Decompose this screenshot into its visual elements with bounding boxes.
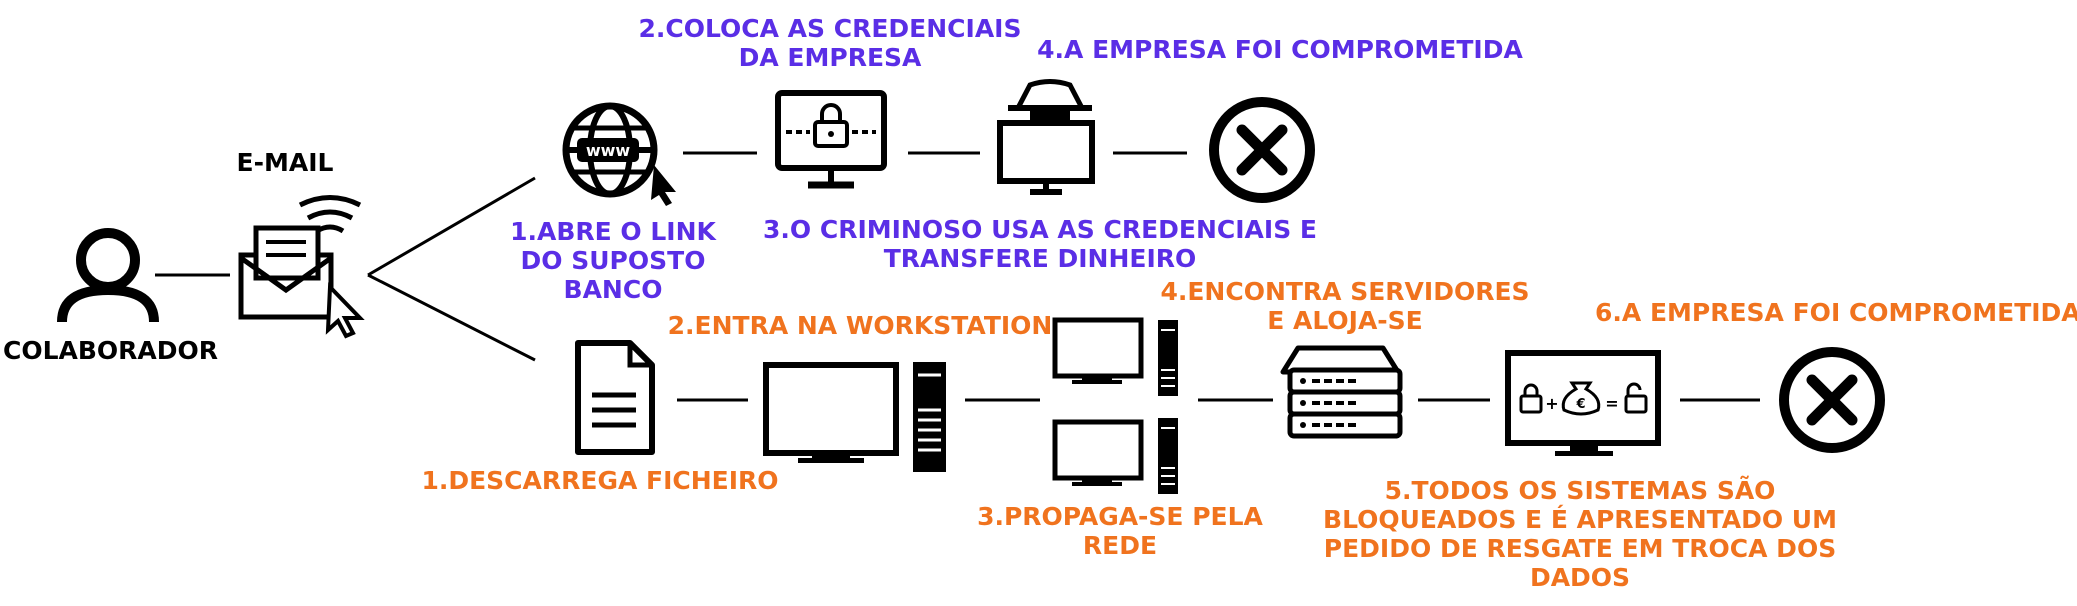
- ransomware-step-5-label: 5.TODOS OS SISTEMAS SÃO BLOQUEADOS E É A…: [1323, 476, 1837, 592]
- ransomware-step-4-label: 4.ENCONTRA SERVIDORES E ALOJA-SE: [1160, 277, 1530, 335]
- x-circle-icon: [1209, 97, 1315, 203]
- workstation-icon: [763, 362, 946, 472]
- connectors: [155, 151, 1760, 402]
- globe-www-cursor-icon: www: [562, 102, 676, 206]
- connector-email-ransomware: [367, 273, 536, 362]
- person-icon: [57, 228, 159, 323]
- email-label: E-MAIL: [236, 148, 334, 177]
- actor-label: COLABORADOR: [3, 336, 219, 365]
- server-rack-icon: [1280, 345, 1403, 439]
- ransomware-step-2-label: 2.ENTRA NA WORKSTATION: [667, 311, 1053, 340]
- connector-email-phishing: [367, 176, 536, 277]
- svg-text:+: +: [1545, 394, 1558, 413]
- phishing-step-4-label: 4.A EMPRESA FOI COMPROMETIDA: [1037, 35, 1523, 64]
- locked-monitor-icon: [775, 90, 887, 189]
- x-circle-icon: [1779, 347, 1885, 453]
- ransomware-step-1-label: 1.DESCARREGA FICHEIRO: [421, 466, 779, 495]
- ransom-monitor-icon: + € =: [1505, 350, 1661, 456]
- phishing-step-2-label: 2.COLOCA AS CREDENCIAIS DA EMPRESA: [638, 14, 1022, 72]
- svg-text:€: €: [1575, 397, 1585, 412]
- phishing-step-3-label: 3.O CRIMINOSO USA AS CREDENCIAIS E TRANS…: [763, 215, 1317, 273]
- document-icon: [575, 340, 655, 455]
- svg-text:=: =: [1605, 394, 1618, 413]
- ransomware-step-6-label: 6.A EMPRESA FOI COMPROMETIDA: [1595, 298, 2077, 327]
- ransomware-step-3-label: 3.PROPAGA-SE PELA REDE: [977, 502, 1263, 560]
- hacker-icon: [997, 79, 1095, 195]
- email-click-icon: [238, 195, 365, 339]
- svg-text:www: www: [586, 141, 631, 160]
- network-workstations-icon: [1052, 317, 1178, 494]
- phishing-step-1-label: 1.ABRE O LINK DO SUPOSTO BANCO: [510, 217, 716, 304]
